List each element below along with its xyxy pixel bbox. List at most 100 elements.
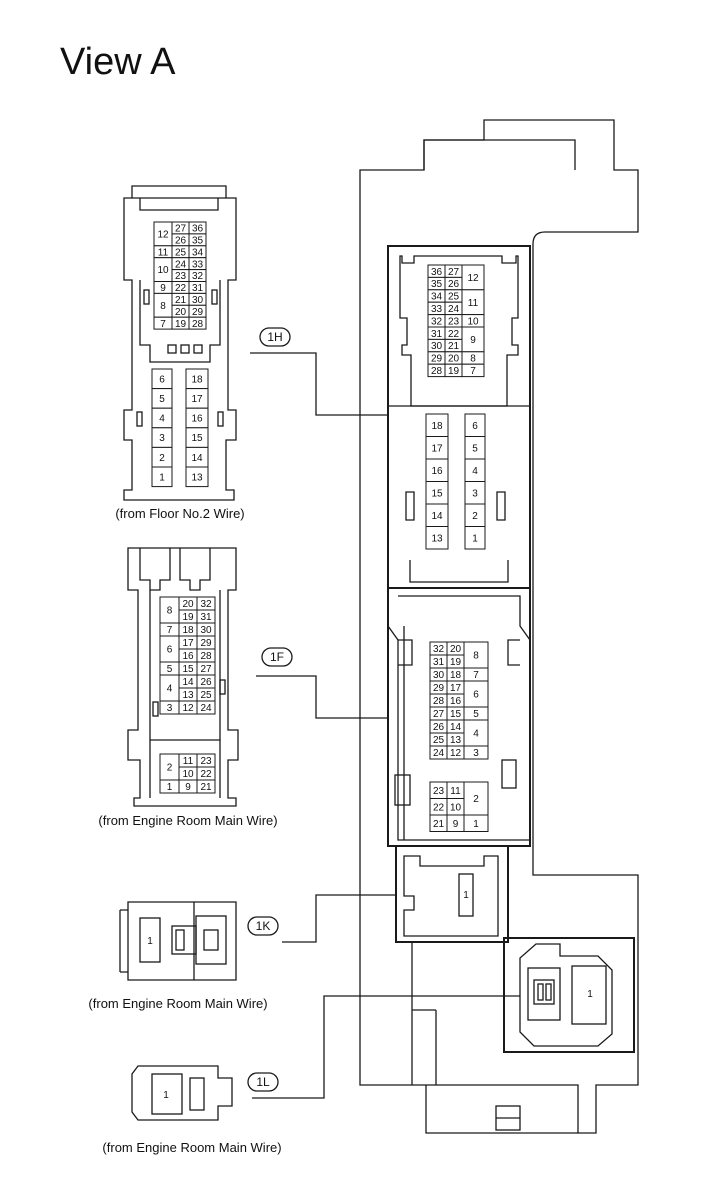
pin-label: 9 — [160, 283, 166, 294]
connector-1l-housing: 1 — [131, 1065, 233, 1121]
pin-label: 20 — [182, 599, 194, 610]
pin-label: 3 — [159, 433, 165, 444]
pin-label: 4 — [473, 729, 479, 740]
pin-label: 10 — [182, 769, 194, 780]
pin-label: 20 — [448, 354, 460, 365]
pin-label: 30 — [200, 625, 212, 636]
pin-label: 12 — [467, 273, 479, 284]
connector-1f-housing — [127, 547, 239, 807]
pin-label: 10 — [467, 316, 479, 327]
pin-label: 21 — [200, 782, 212, 793]
pin-cell — [151, 466, 173, 488]
pin-label: 22 — [448, 329, 460, 340]
pin-cell — [425, 526, 449, 550]
box-1k-pin: 1 — [463, 890, 469, 901]
pin-cell — [196, 700, 216, 715]
connector-1k-housing: 1 — [119, 901, 237, 981]
pin-label: 11 — [450, 786, 461, 797]
pin-label: 28 — [192, 319, 204, 330]
pin-label: 17 — [182, 638, 194, 649]
pin-label: 5 — [167, 664, 173, 675]
pin-label: 35 — [431, 279, 443, 290]
pin-label: 17 — [431, 443, 443, 454]
pin-label: 3 — [473, 748, 479, 759]
box-1f-pin-grid: 3231302928272625242019181716151413128765… — [429, 641, 489, 832]
pin-label: 20 — [175, 307, 187, 318]
pin-label: 24 — [433, 748, 445, 759]
pin-cell — [463, 680, 489, 708]
pin-label: 1 — [473, 819, 479, 830]
pin-label: 16 — [182, 651, 194, 662]
pin-label: 4 — [167, 684, 173, 695]
pin-label: 4 — [472, 466, 478, 477]
pin-label: 23 — [200, 756, 212, 767]
pin-label: 22 — [200, 769, 212, 780]
pin-label: 10 — [450, 802, 462, 813]
pin-label: 13 — [182, 690, 194, 701]
pin-label: 14 — [431, 511, 443, 522]
connector-1h-code: 1H — [267, 330, 282, 344]
connector-1k-code: 1K — [256, 919, 271, 933]
pin-label: 27 — [433, 709, 445, 720]
connector-1f-pin-grid: 8765432019181716151413123231302928272625… — [159, 596, 216, 794]
pin-label: 15 — [431, 488, 443, 499]
pin-label: 26 — [448, 279, 460, 290]
pin-label: 1 — [472, 533, 478, 544]
pin-label: 21 — [175, 295, 187, 306]
pin-label: 2 — [167, 763, 173, 774]
pin-label: 4 — [159, 414, 165, 425]
pin-label: 26 — [433, 722, 445, 733]
pin-label: 18 — [450, 670, 462, 681]
pin-cell — [464, 526, 486, 550]
box-socket-1l: 1 — [503, 937, 635, 1053]
connector-1k-tag: 1K — [247, 916, 279, 936]
pin-label: 29 — [431, 354, 443, 365]
box-socket-1k: 1 — [395, 845, 509, 943]
connector-1l-tag: 1L — [247, 1072, 279, 1092]
pin-label: 26 — [175, 235, 187, 246]
pin-label: 30 — [431, 341, 443, 352]
pin-cell — [463, 641, 489, 669]
connector-1h-housing — [123, 185, 237, 501]
box-1h-pin-grid: 3635343332313029282726252423222120191211… — [425, 264, 486, 550]
pin-label: 8 — [470, 354, 476, 365]
pin-label: 17 — [450, 683, 462, 694]
pin-label: 31 — [192, 283, 204, 294]
pin-cell — [185, 466, 209, 488]
connector-1l-code: 1L — [256, 1075, 270, 1089]
pin-label: 25 — [433, 735, 445, 746]
pin-label: 27 — [448, 267, 460, 278]
connector-1k-pin: 1 — [147, 936, 153, 947]
pin-label: 11 — [183, 756, 194, 767]
connector-1l-caption: (from Engine Room Main Wire) — [102, 1140, 281, 1155]
pin-label: 19 — [175, 319, 187, 330]
pin-label: 13 — [450, 735, 462, 746]
connector-1l-pin: 1 — [163, 1090, 169, 1101]
pin-label: 12 — [157, 230, 169, 241]
pin-label: 31 — [200, 612, 212, 623]
pin-label: 18 — [182, 625, 194, 636]
pin-label: 22 — [175, 283, 187, 294]
pin-cell — [463, 814, 489, 832]
pin-label: 16 — [450, 696, 462, 707]
pin-label: 27 — [175, 224, 187, 235]
pin-label: 9 — [185, 782, 191, 793]
pin-label: 25 — [175, 247, 187, 258]
pin-label: 22 — [433, 802, 445, 813]
pin-label: 20 — [450, 644, 462, 655]
pin-label: 16 — [431, 466, 443, 477]
pin-label: 8 — [160, 301, 166, 312]
pin-cell — [463, 719, 489, 747]
pin-label: 16 — [191, 414, 203, 425]
pin-label: 32 — [200, 599, 212, 610]
pin-label: 19 — [450, 657, 462, 668]
pin-label: 35 — [192, 235, 204, 246]
pin-label: 24 — [448, 304, 460, 315]
pin-label: 21 — [448, 341, 460, 352]
pin-label: 5 — [473, 709, 479, 720]
pin-label: 25 — [200, 690, 212, 701]
connector-1f-code: 1F — [270, 650, 284, 664]
pin-label: 3 — [167, 703, 173, 714]
pin-label: 33 — [431, 304, 443, 315]
